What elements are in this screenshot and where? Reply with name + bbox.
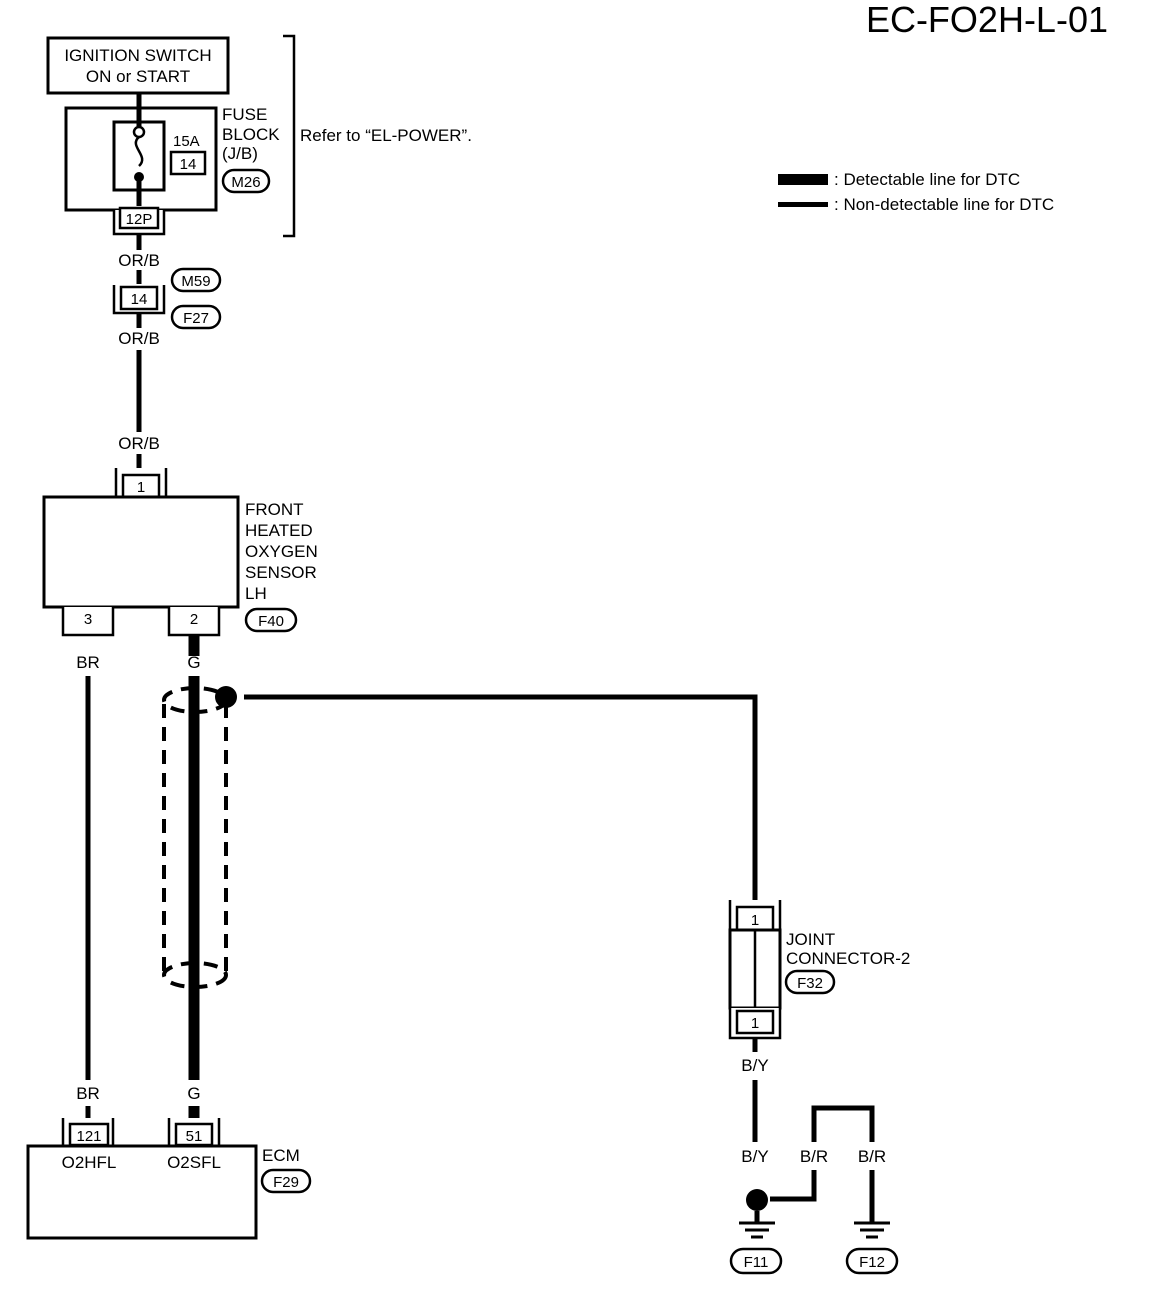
inline-connector-id-bottom: F27 [183, 310, 209, 327]
sensor-pin-right: 2 [190, 611, 198, 628]
joint-connector-2: 1 1 JOINT CONNECTOR-2 F32 [728, 900, 910, 1040]
ignition-switch-label: IGNITION SWITCH [64, 46, 211, 65]
fuse-block-connector-pin: 12P [126, 211, 153, 228]
inline-connector-pin: 14 [131, 291, 148, 308]
fuse-block-reference: Refer to “EL-POWER”. [300, 126, 472, 145]
wire-br-2: B/R [858, 1147, 886, 1166]
fuse-block-connector-id: M26 [231, 174, 260, 191]
ground-junction [746, 1189, 768, 1211]
joint-connector-id: F32 [797, 975, 823, 992]
front-heated-oxygen-sensor: 1 FRONT HEATED OXYGEN SENSOR LH 3 2 F40 [42, 468, 318, 637]
sensor-label-4: SENSOR [245, 563, 317, 582]
ground-wiring: B/Y B/Y B/R B/R F11 F12 [729, 1038, 899, 1275]
wire-by-2: B/Y [741, 1147, 768, 1166]
sensor-pin-top: 1 [137, 479, 145, 496]
ecm: 121 51 O2HFL O2SFL ECM F29 [26, 1118, 312, 1240]
fuse-block-label-3: (J/B) [222, 144, 258, 163]
ground-icon [854, 1221, 890, 1239]
fuse-block-label-1: FUSE [222, 105, 267, 124]
ecm-terminal-right: O2SFL [167, 1153, 221, 1172]
orb-wire: OR/B 14 M59 F27 OR/B OR/B [112, 234, 222, 468]
ecm-terminal-left: O2HFL [62, 1153, 117, 1172]
legend: : Detectable line for DTC : Non-detectab… [778, 170, 1054, 214]
legend-thin-line [778, 202, 828, 207]
wire-orb-2: OR/B [118, 329, 160, 348]
inline-connector-id-top: M59 [181, 273, 210, 290]
shield-bottom [162, 961, 228, 989]
joint-pin-top: 1 [751, 912, 759, 929]
fuse-icon [134, 136, 144, 167]
joint-connector-label-1: JOINT [786, 930, 835, 949]
wire-br-1: B/R [800, 1147, 828, 1166]
sensor-label-2: HEATED [245, 521, 313, 540]
ecm-pin-right: 51 [186, 1128, 203, 1145]
ignition-switch-state: ON or START [86, 67, 190, 86]
sensor-label-1: FRONT [245, 500, 304, 519]
ground-right-id: F12 [859, 1254, 885, 1271]
sensor-connector-id: F40 [258, 613, 284, 630]
ecm-connector-id: F29 [273, 1174, 299, 1191]
ecm-label: ECM [262, 1146, 300, 1165]
fuse-rating: 15A [173, 133, 200, 150]
wire-orb-3: OR/B [118, 434, 160, 453]
reference-bracket [283, 34, 296, 238]
joint-connector-label-2: CONNECTOR-2 [786, 949, 910, 968]
wire-br-bottom: BR [76, 1084, 100, 1103]
wire-g-bottom: G [187, 1084, 200, 1103]
shield-drain-wire [244, 694, 758, 900]
shield-junction [215, 686, 237, 708]
sensor-label-3: OXYGEN [245, 542, 318, 561]
legend-thick-line [778, 174, 828, 185]
ground-left-id: F11 [744, 1254, 769, 1271]
ground-icon [739, 1221, 775, 1239]
wire-g-top: G [187, 653, 200, 672]
wire-by-1: B/Y [741, 1056, 768, 1075]
wire-br-top: BR [76, 653, 100, 672]
sensor-label-5: LH [245, 584, 267, 603]
joint-pin-bottom: 1 [751, 1015, 759, 1032]
legend-detectable: : Detectable line for DTC [834, 170, 1020, 189]
wire-orb-1: OR/B [118, 251, 160, 270]
sensor-pin-left: 3 [84, 611, 92, 628]
diagram-code: EC-FO2H-L-01 [866, 0, 1108, 40]
legend-non-detectable: : Non-detectable line for DTC [834, 195, 1054, 214]
signal-wires: BR G BR G [76, 636, 758, 1118]
fuse-number: 14 [180, 156, 197, 173]
ecm-pin-left: 121 [76, 1128, 101, 1145]
ignition-switch: IGNITION SWITCH ON or START [46, 36, 230, 95]
fuse-block-label-2: BLOCK [222, 125, 280, 144]
